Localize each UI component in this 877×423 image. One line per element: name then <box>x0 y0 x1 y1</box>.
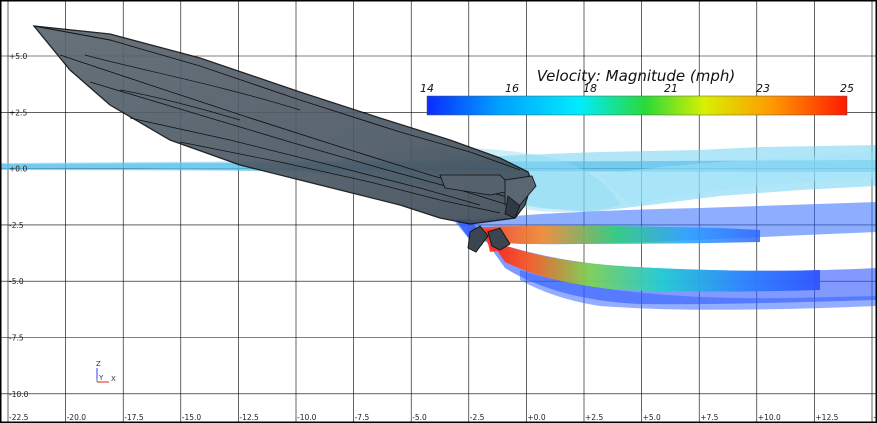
x-tick-label: +15 <box>873 413 877 422</box>
y-axis-tick-labels: +5.0 +2.5 +0.0 -2.5 -5.0 -7.5 -10.0 <box>9 52 29 399</box>
colorbar-tick-label: 21 <box>664 82 678 95</box>
x-tick-label: +2.5 <box>585 413 603 422</box>
orientation-triad: Z Y X <box>96 360 116 383</box>
propeller-wake-jets <box>455 202 877 310</box>
colorbar-tick-label: 25 <box>840 82 854 95</box>
x-tick-label: -17.5 <box>124 413 144 422</box>
x-tick-label: -22.5 <box>9 413 29 422</box>
colorbar-tick-labels: 14 16 18 21 23 25 <box>420 82 854 95</box>
boat-hull <box>32 25 537 253</box>
y-tick-label: +0.0 <box>9 165 27 174</box>
colorbar-tick-label: 16 <box>505 82 519 95</box>
y-tick-label: -5.0 <box>9 277 24 286</box>
z-axis-label: Z <box>96 360 101 368</box>
y-tick-label: +2.5 <box>9 108 27 117</box>
colorbar-tick-label: 23 <box>756 82 770 95</box>
x-tick-label: +5.0 <box>643 413 661 422</box>
y-axis-label: Y <box>98 374 104 382</box>
x-tick-label: -10.0 <box>297 413 317 422</box>
colorbar-title: Velocity: Magnitude (mph) <box>537 67 736 85</box>
colorbar-tick-label: 18 <box>583 82 597 95</box>
y-tick-label: -7.5 <box>9 334 24 343</box>
x-tick-label: -12.5 <box>239 413 259 422</box>
y-tick-label: -10.0 <box>9 390 29 399</box>
x-tick-label: +0.0 <box>527 413 545 422</box>
x-tick-label: -7.5 <box>355 413 370 422</box>
x-tick-label: -15.0 <box>182 413 202 422</box>
colorbar-gradient <box>427 96 847 115</box>
y-tick-label: -2.5 <box>9 221 24 230</box>
y-tick-label: +5.0 <box>9 52 27 61</box>
x-tick-label: +12.5 <box>815 413 838 422</box>
colorbar-tick-label: 14 <box>420 82 434 95</box>
x-tick-label: +7.5 <box>700 413 718 422</box>
colorbar: Velocity: Magnitude (mph) 14 16 18 21 23 25 <box>420 67 854 116</box>
x-tick-label: +10.0 <box>758 413 781 422</box>
x-tick-label: -2.5 <box>470 413 485 422</box>
x-axis-tick-labels: -22.5 -20.0 -17.5 -15.0 -12.5 -10.0 -7.5 -5.0 -2… <box>9 413 877 422</box>
x-tick-label: -20.0 <box>67 413 87 422</box>
x-axis-label: X <box>111 375 116 383</box>
x-tick-label: -5.0 <box>412 413 427 422</box>
